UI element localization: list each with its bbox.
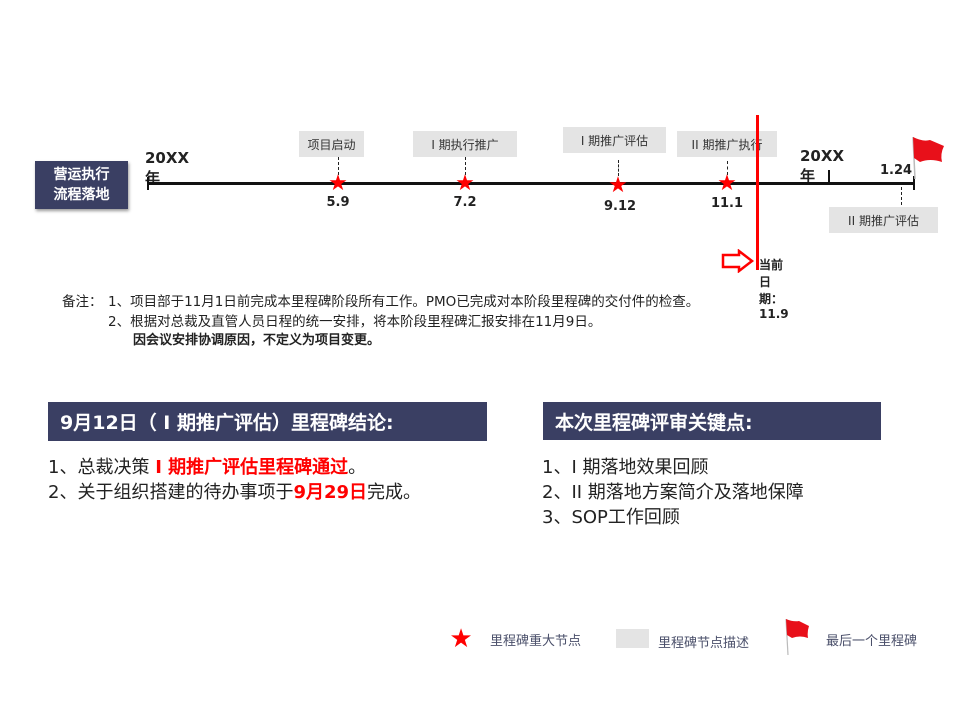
- final-label: II 期推广评估: [829, 207, 938, 233]
- connector: [465, 157, 466, 175]
- axis-tick-start: [147, 177, 149, 190]
- keypoint-item: 2、II 期落地方案简介及落地保障: [542, 482, 804, 503]
- current-date-label: 当前日期：11.9: [759, 258, 789, 321]
- connector: [338, 157, 339, 175]
- legend-flag-icon: [785, 618, 809, 656]
- legend-box-swatch: [616, 629, 649, 648]
- flag-icon: [912, 136, 944, 180]
- milestone-date: 9.12: [603, 199, 637, 214]
- text: 。: [348, 457, 367, 478]
- connector: [618, 160, 619, 176]
- milestone-label: I 期推广评估: [563, 127, 666, 153]
- axis-tick-end: [913, 176, 915, 190]
- milestone-label: II 期推广执行: [677, 131, 777, 157]
- current-date-line: [756, 115, 759, 270]
- year-end: 20XX年: [800, 147, 845, 185]
- conclusion-item-1: 1、总裁决策 I 期推广评估里程碑通过。: [48, 455, 366, 480]
- milestone-date: 7.2: [453, 195, 477, 210]
- conclusion-item-2: 2、关于组织搭建的待办事项于9月29日完成。: [48, 480, 421, 505]
- notes-prefix: 备注：: [62, 294, 103, 310]
- note-line-1: 1、项目部于11月1日前完成本里程碑阶段所有工作。PMO已完成对本阶段里程碑的交…: [108, 294, 700, 310]
- star-icon: ★: [455, 171, 475, 196]
- side-label: 营运执行 流程落地: [35, 161, 128, 209]
- legend-box-label: 里程碑节点描述: [658, 636, 750, 651]
- highlight: I 期推广评估里程碑通过: [155, 457, 349, 478]
- connector: [901, 187, 902, 205]
- milestone-label: I 期执行推广: [413, 131, 517, 157]
- final-date: 1.24: [879, 163, 913, 178]
- keypoint-item: 3、SOP工作回顾: [542, 507, 680, 528]
- star-icon: ★: [608, 173, 628, 198]
- side-label-line1: 营运执行: [53, 167, 110, 183]
- legend-star-label: 里程碑重大节点: [490, 634, 582, 649]
- connector: [727, 161, 728, 175]
- axis-line: [148, 182, 914, 185]
- keypoint-item: 1、I 期落地效果回顾: [542, 457, 709, 478]
- legend-star-icon: ★: [449, 624, 473, 654]
- conclusion-header: 9月12日（ I 期推广评估）里程碑结论:: [48, 402, 487, 441]
- text: 完成。: [367, 482, 422, 503]
- milestone-date: 11.1: [710, 196, 744, 211]
- note-line-3: 因会议安排协调原因，不定义为项目变更。: [133, 333, 381, 348]
- star-icon: ★: [717, 171, 737, 196]
- highlight: 9月29日: [293, 482, 368, 503]
- arrow-right-icon: [721, 249, 755, 273]
- side-label-line2: 流程落地: [53, 187, 110, 203]
- milestone-date: 5.9: [326, 195, 350, 210]
- text: 2、关于组织搭建的待办事项于: [48, 482, 294, 503]
- star-icon: ★: [328, 171, 348, 196]
- milestone-label: 项目启动: [299, 131, 364, 157]
- axis-tick-year: [828, 170, 830, 183]
- legend-flag-label: 最后一个里程碑: [826, 634, 918, 649]
- note-line-2: 2、根据对总裁及直管人员日程的统一安排，将本阶段里程碑汇报安排在11月9日。: [108, 314, 602, 330]
- text: 1、总裁决策: [48, 457, 156, 478]
- keypoints-header: 本次里程碑评审关键点:: [543, 402, 881, 440]
